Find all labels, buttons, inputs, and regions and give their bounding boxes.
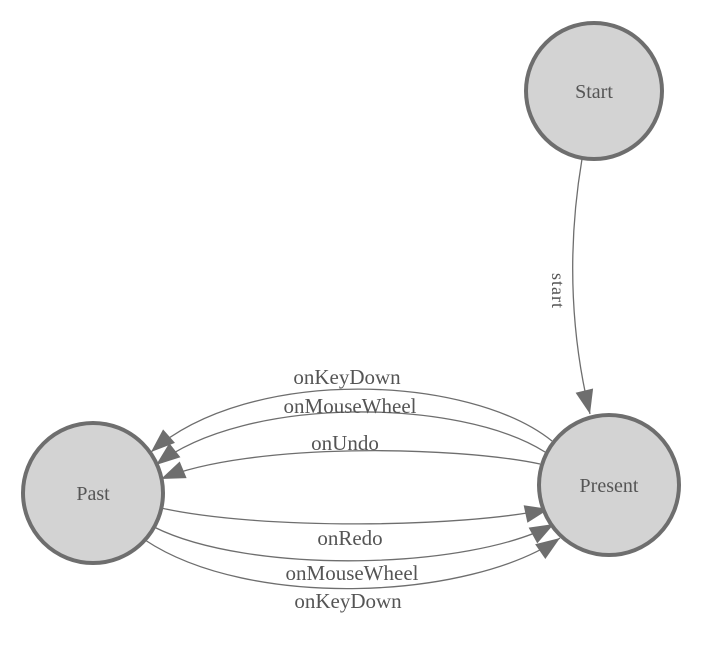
edge-label-onundo: onUndo: [311, 431, 379, 455]
edge-label-onmousewheel-top: onMouseWheel: [284, 394, 417, 418]
edges: [144, 158, 594, 590]
edge-label-start: start: [548, 273, 568, 309]
nodes: Start Present Past: [21, 21, 681, 565]
edge-label-onmousewheel-bottom: onMouseWheel: [286, 561, 419, 585]
present-node-label: Present: [580, 475, 639, 497]
state-node-past: Past: [21, 421, 165, 565]
edge-past-to-present-onredo: [160, 505, 550, 525]
edge-labels: start onKeyDown onMouseWheel onUndo onRe…: [284, 273, 568, 613]
past-node-circle: [21, 421, 165, 565]
state-node-start: Start: [524, 21, 664, 161]
edge-past-to-present-onmousewheel: [153, 523, 555, 562]
start-node-label: Start: [575, 81, 613, 103]
state-node-present: Present: [537, 413, 681, 557]
edge-past-to-present-onkeydown: [144, 537, 561, 590]
edge-label-onkeydown-top: onKeyDown: [293, 365, 401, 389]
start-node-circle: [524, 21, 664, 161]
edge-label-onkeydown-bottom: onKeyDown: [294, 589, 402, 613]
edge-present-to-past-onundo: [160, 450, 541, 480]
edge-label-onredo: onRedo: [317, 526, 382, 550]
edge-present-to-past-onkeydown: [150, 388, 553, 453]
edge-present-to-past-onmousewheel: [155, 411, 546, 466]
past-node-label: Past: [76, 483, 110, 505]
present-node-circle: [537, 413, 681, 557]
edge-start-to-present: [572, 158, 594, 415]
